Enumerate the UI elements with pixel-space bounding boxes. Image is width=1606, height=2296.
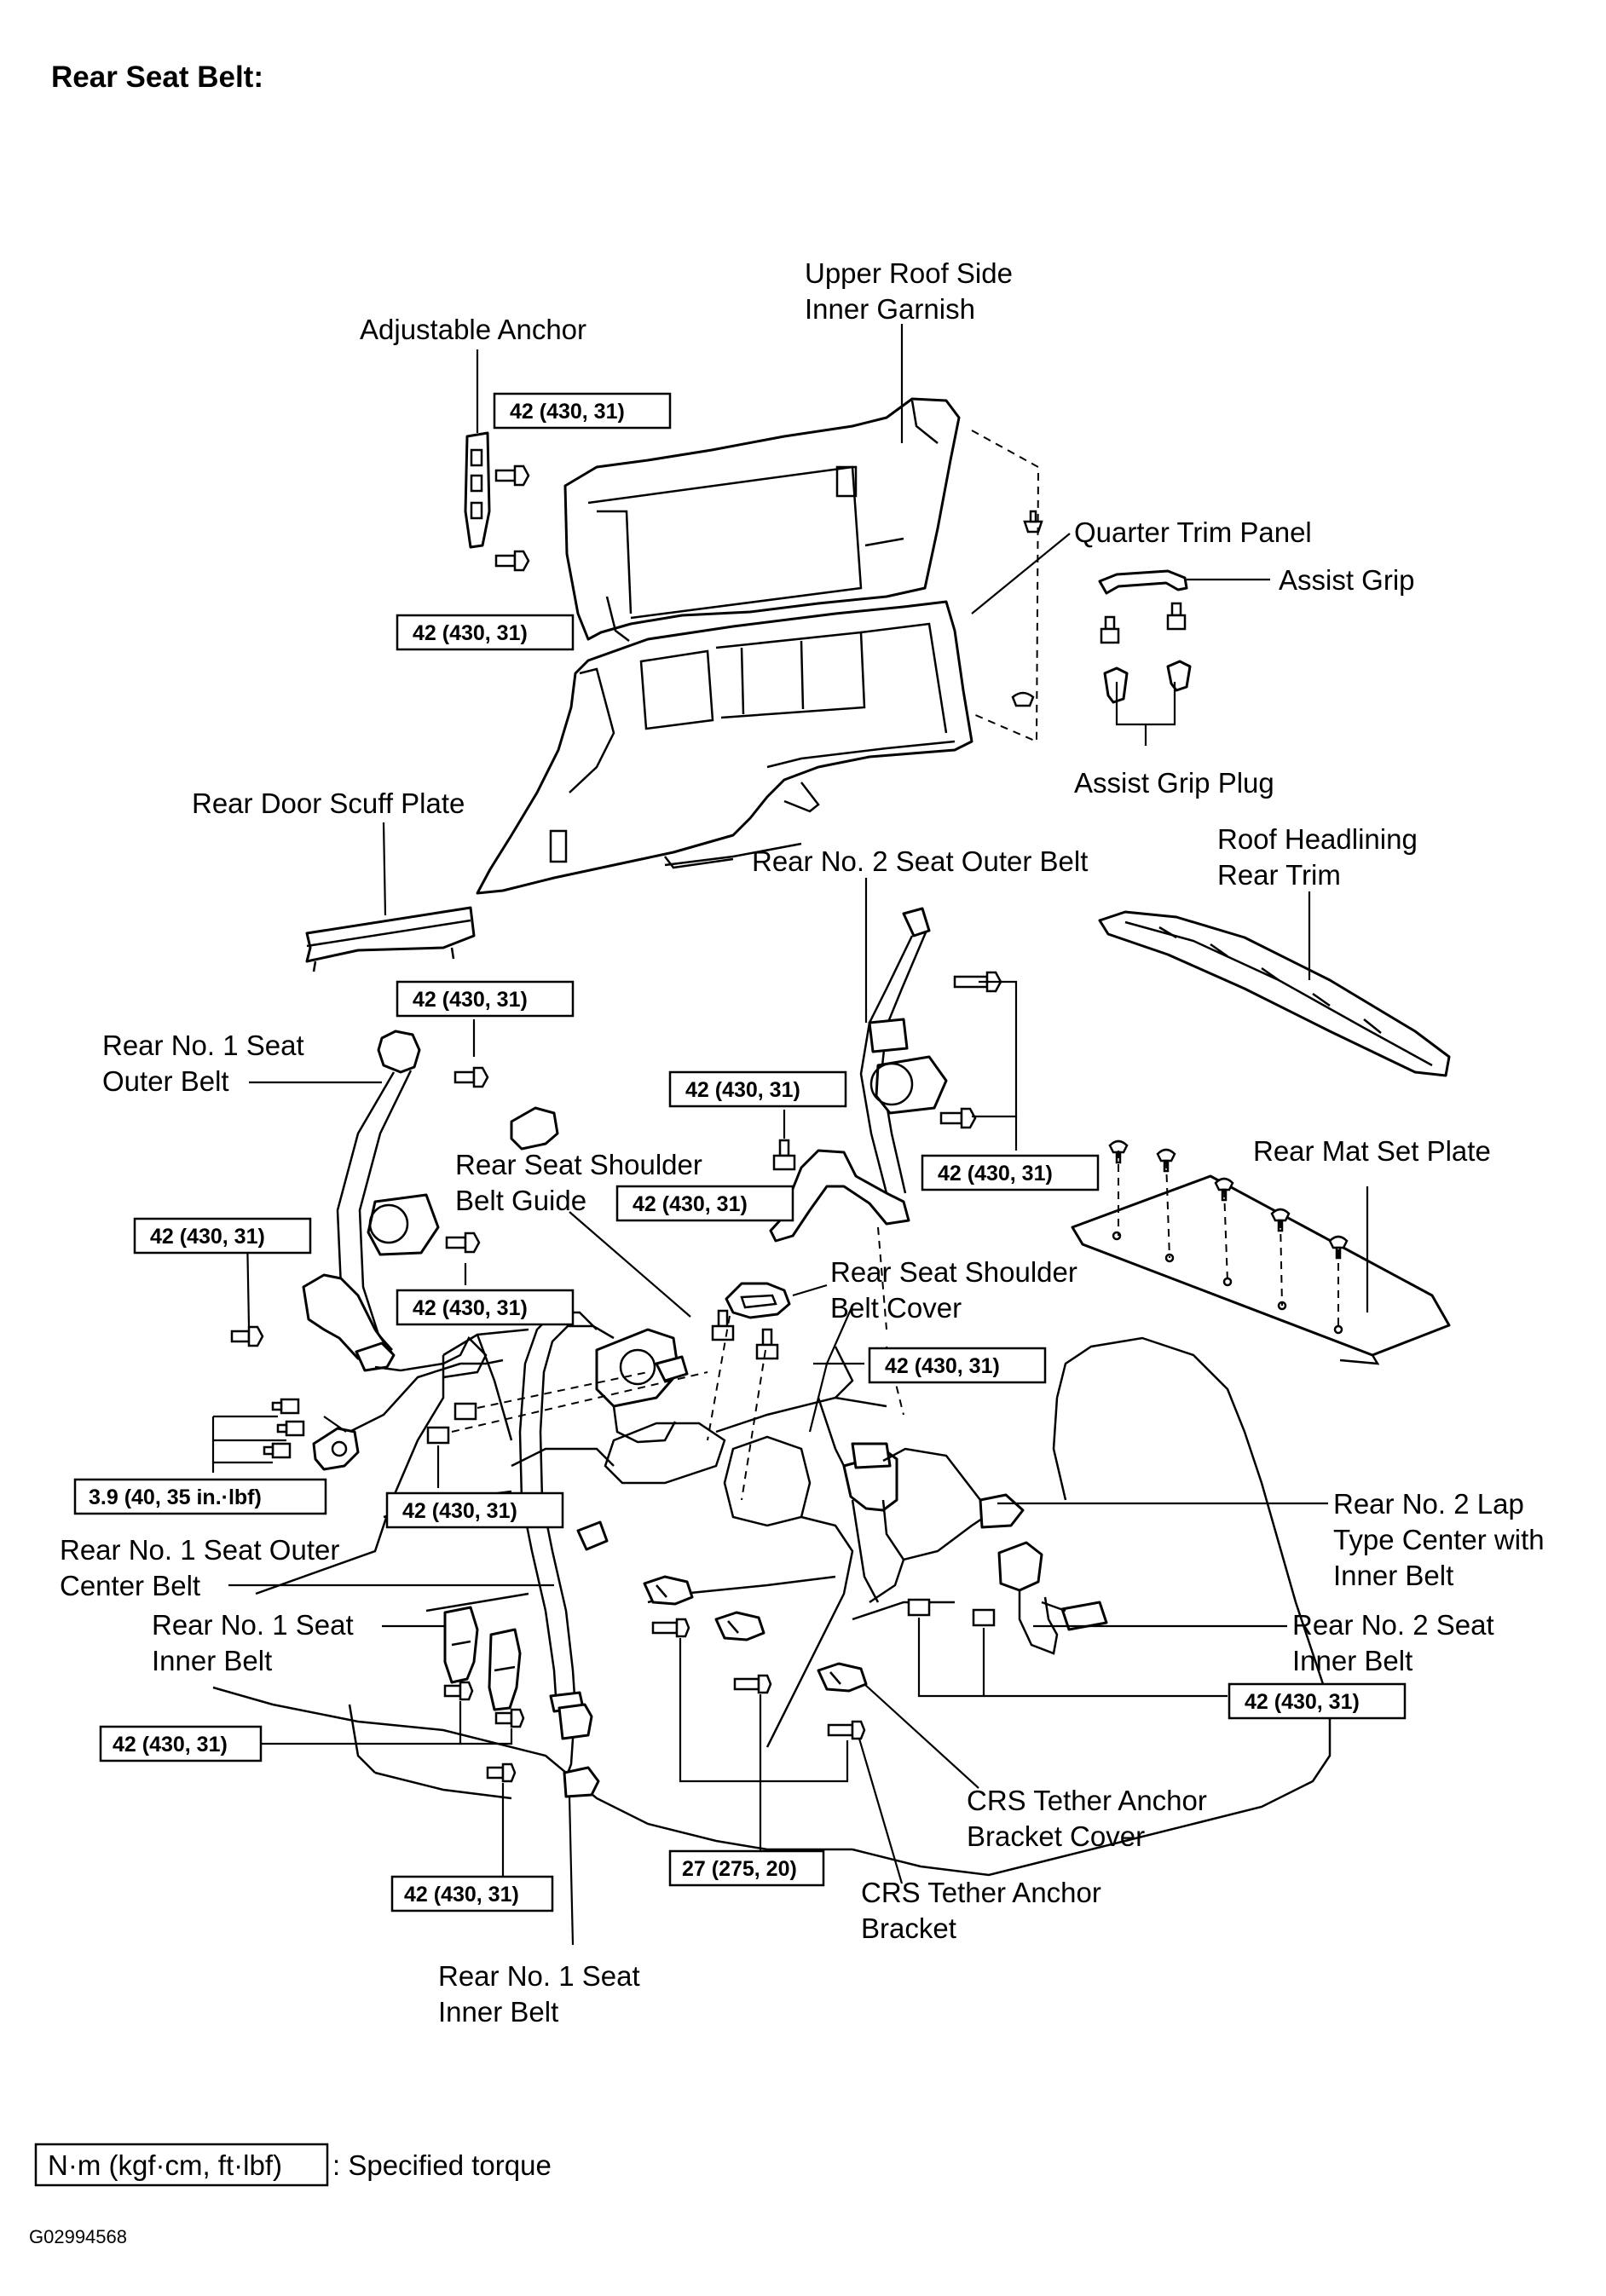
label-crs-cover-2: Bracket Cover	[967, 1820, 1145, 1852]
torque-box: 42 (430, 31)	[133, 1217, 312, 1255]
rear-no1-seat-inner-belt-b	[557, 1703, 600, 1798]
legend-unit: N·m (kgf·cm, ft·lbf)	[48, 2149, 282, 2181]
torque-box: 42 (430, 31)	[396, 980, 575, 1018]
page-title: Rear Seat Belt:	[51, 61, 263, 94]
quarter-trim-panel	[476, 600, 973, 895]
svg-text:42 (430, 31): 42 (430, 31)	[938, 1162, 1053, 1185]
svg-text:42 (430, 31): 42 (430, 31)	[413, 988, 528, 1012]
assist-grip-plugs	[1103, 660, 1192, 704]
torque-box: 3.9 (40, 35 in.·lbf)	[73, 1478, 327, 1515]
label-rear-no1-outer-2: Outer Belt	[102, 1065, 229, 1097]
torque-box: 42 (430, 31)	[1228, 1682, 1407, 1720]
torque-boxes: 42 (430, 31) 42 (430, 31) 42 (430, 31) 4…	[73, 392, 1407, 1912]
label-rear-door-scuff-plate: Rear Door Scuff Plate	[192, 787, 465, 819]
svg-text:3.9 (40, 35 in.·lbf): 3.9 (40, 35 in.·lbf)	[89, 1485, 262, 1509]
label-no1-inner-a-1: Rear No. 1 Seat	[152, 1609, 354, 1641]
label-no2-inner-2: Inner Belt	[1292, 1645, 1412, 1676]
label-roof-headlining-2: Rear Trim	[1217, 859, 1341, 891]
svg-text:42 (430, 31): 42 (430, 31)	[402, 1499, 517, 1523]
label-crs-bracket-1: CRS Tether Anchor	[861, 1877, 1101, 1908]
svg-text:27 (275, 20): 27 (275, 20)	[682, 1857, 797, 1881]
label-no1-inner-b-2: Inner Belt	[438, 1996, 558, 2028]
label-crs-bracket-2: Bracket	[861, 1912, 956, 1944]
rear-no1-seat-outer-belt	[302, 1030, 440, 1372]
label-crs-cover-1: CRS Tether Anchor	[967, 1785, 1207, 1816]
label-adjustable-anchor: Adjustable Anchor	[360, 314, 586, 345]
label-shoulder-cover-2: Belt Cover	[830, 1292, 962, 1324]
label-no1-inner-b-1: Rear No. 1 Seat	[438, 1960, 640, 1992]
svg-text:42 (430, 31): 42 (430, 31)	[150, 1225, 265, 1249]
torque-box: 42 (430, 31)	[99, 1725, 263, 1762]
svg-text:42 (430, 31): 42 (430, 31)	[885, 1354, 1000, 1378]
torque-box: 42 (430, 31)	[921, 1154, 1100, 1191]
svg-text:42 (430, 31): 42 (430, 31)	[685, 1078, 800, 1102]
rear-seat-shoulder-belt-cover	[725, 1282, 791, 1319]
svg-text:42 (430, 31): 42 (430, 31)	[510, 400, 625, 424]
legend-desc: : Specified torque	[332, 2149, 552, 2181]
svg-text:42 (430, 31): 42 (430, 31)	[113, 1733, 228, 1757]
torque-box: 42 (430, 31)	[868, 1347, 1047, 1384]
rear-seat-shoulder-belt-guide	[510, 1106, 559, 1151]
figure-code: G02994568	[29, 2226, 127, 2247]
svg-text:42 (430, 31): 42 (430, 31)	[404, 1883, 519, 1907]
leader-lines	[211, 324, 1369, 1946]
label-shoulder-guide-2: Belt Guide	[455, 1185, 586, 1216]
torque-box: 42 (430, 31)	[385, 1491, 564, 1529]
label-quarter-trim-panel: Quarter Trim Panel	[1074, 516, 1312, 548]
label-rear-no1-outer-1: Rear No. 1 Seat	[102, 1030, 304, 1061]
torque-box: 42 (430, 31)	[615, 1185, 794, 1222]
label-upper-roof-1: Upper Roof Side	[805, 257, 1013, 289]
install-dashed-lines	[451, 430, 1339, 1501]
label-outer-center-1: Rear No. 1 Seat Outer	[60, 1534, 339, 1566]
adjustable-anchor	[464, 431, 491, 549]
label-upper-roof-2: Inner Garnish	[805, 293, 975, 325]
torque-box: 42 (430, 31)	[668, 1070, 847, 1108]
label-rear-mat-set-plate: Rear Mat Set Plate	[1253, 1135, 1491, 1167]
center-seat-belt-retractor	[595, 1328, 689, 1444]
label-roof-headlining-1: Roof Headlining	[1217, 823, 1418, 855]
torque-box: 42 (430, 31)	[396, 1289, 575, 1326]
svg-text:42 (430, 31): 42 (430, 31)	[413, 621, 528, 645]
upper-roof-side-inner-garnish	[563, 397, 961, 642]
rear-no2-seat-inner-belt	[997, 1541, 1108, 1655]
svg-text:42 (430, 31): 42 (430, 31)	[1245, 1690, 1360, 1714]
label-shoulder-cover-1: Rear Seat Shoulder	[830, 1256, 1077, 1288]
label-no1-inner-a-2: Inner Belt	[152, 1645, 272, 1676]
roof-headlining-rear-trim	[1098, 910, 1451, 1077]
crs-tether-anchor-bracket-covers	[643, 1575, 868, 1693]
label-assist-grip-plug: Assist Grip Plug	[1074, 767, 1274, 799]
torque-box: 42 (430, 31)	[493, 392, 672, 430]
rear-mat-set-plate	[1071, 1174, 1451, 1365]
rear-no1-seat-inner-belt-buckles	[443, 1606, 522, 1711]
label-rear-no2-outer-belt: Rear No. 2 Seat Outer Belt	[752, 845, 1088, 877]
svg-text:42 (430, 31): 42 (430, 31)	[633, 1192, 748, 1216]
label-outer-center-2: Center Belt	[60, 1570, 200, 1601]
label-lap-center-2: Type Center with	[1333, 1524, 1545, 1555]
assist-grip	[1098, 569, 1188, 595]
rear-no2-seat-outer-belt	[769, 907, 948, 1243]
label-assist-grip: Assist Grip	[1279, 564, 1415, 596]
torque-box: 27 (275, 20)	[668, 1849, 825, 1887]
label-no2-inner-1: Rear No. 2 Seat	[1292, 1609, 1494, 1641]
torque-box: 42 (430, 31)	[390, 1875, 554, 1912]
torque-legend: N·m (kgf·cm, ft·lbf) : Specified torque	[34, 2143, 552, 2187]
svg-text:42 (430, 31): 42 (430, 31)	[413, 1296, 528, 1320]
rear-door-scuff-plate	[305, 906, 476, 972]
rear-no2-lap-center-belt	[842, 1442, 1025, 1604]
label-lap-center-1: Rear No. 2 Lap	[1333, 1488, 1524, 1520]
label-shoulder-guide-1: Rear Seat Shoulder	[455, 1149, 702, 1180]
part-labels: Adjustable Anchor Upper Roof Side Inner …	[60, 257, 1545, 2028]
torque-box: 42 (430, 31)	[396, 614, 575, 651]
label-lap-center-3: Inner Belt	[1333, 1560, 1453, 1591]
